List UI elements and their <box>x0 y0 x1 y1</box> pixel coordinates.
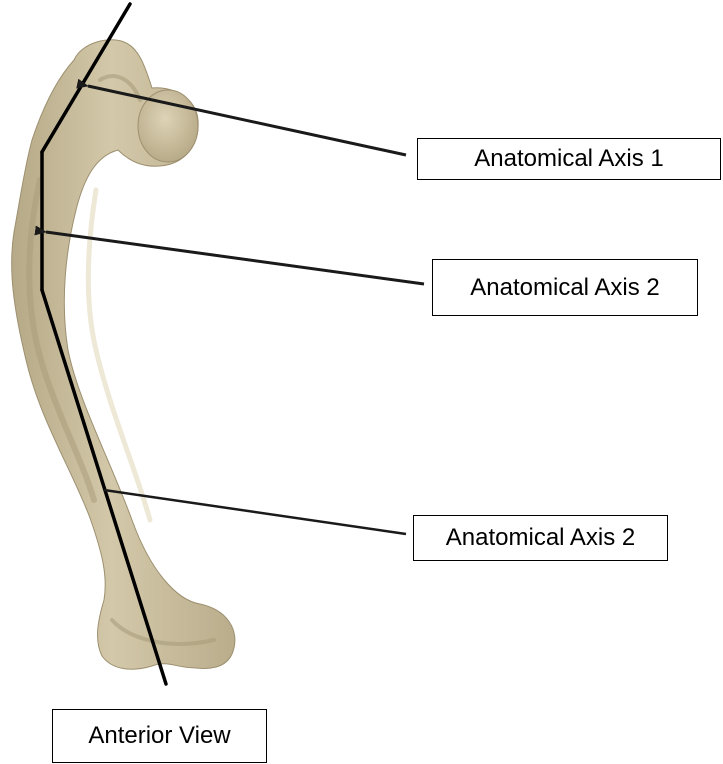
femur-bone-shape <box>12 40 235 669</box>
pointer-arrow-axis-2-upper <box>46 232 424 284</box>
femoral-head-shape <box>138 90 198 162</box>
label-anatomical-axis-1: Anatomical Axis 1 <box>417 138 721 180</box>
label-anterior-view: Anterior View <box>52 709 267 763</box>
label-anatomical-axis-2-lower: Anatomical Axis 2 <box>413 515 668 561</box>
label-anatomical-axis-2-upper: Anatomical Axis 2 <box>432 259 698 316</box>
